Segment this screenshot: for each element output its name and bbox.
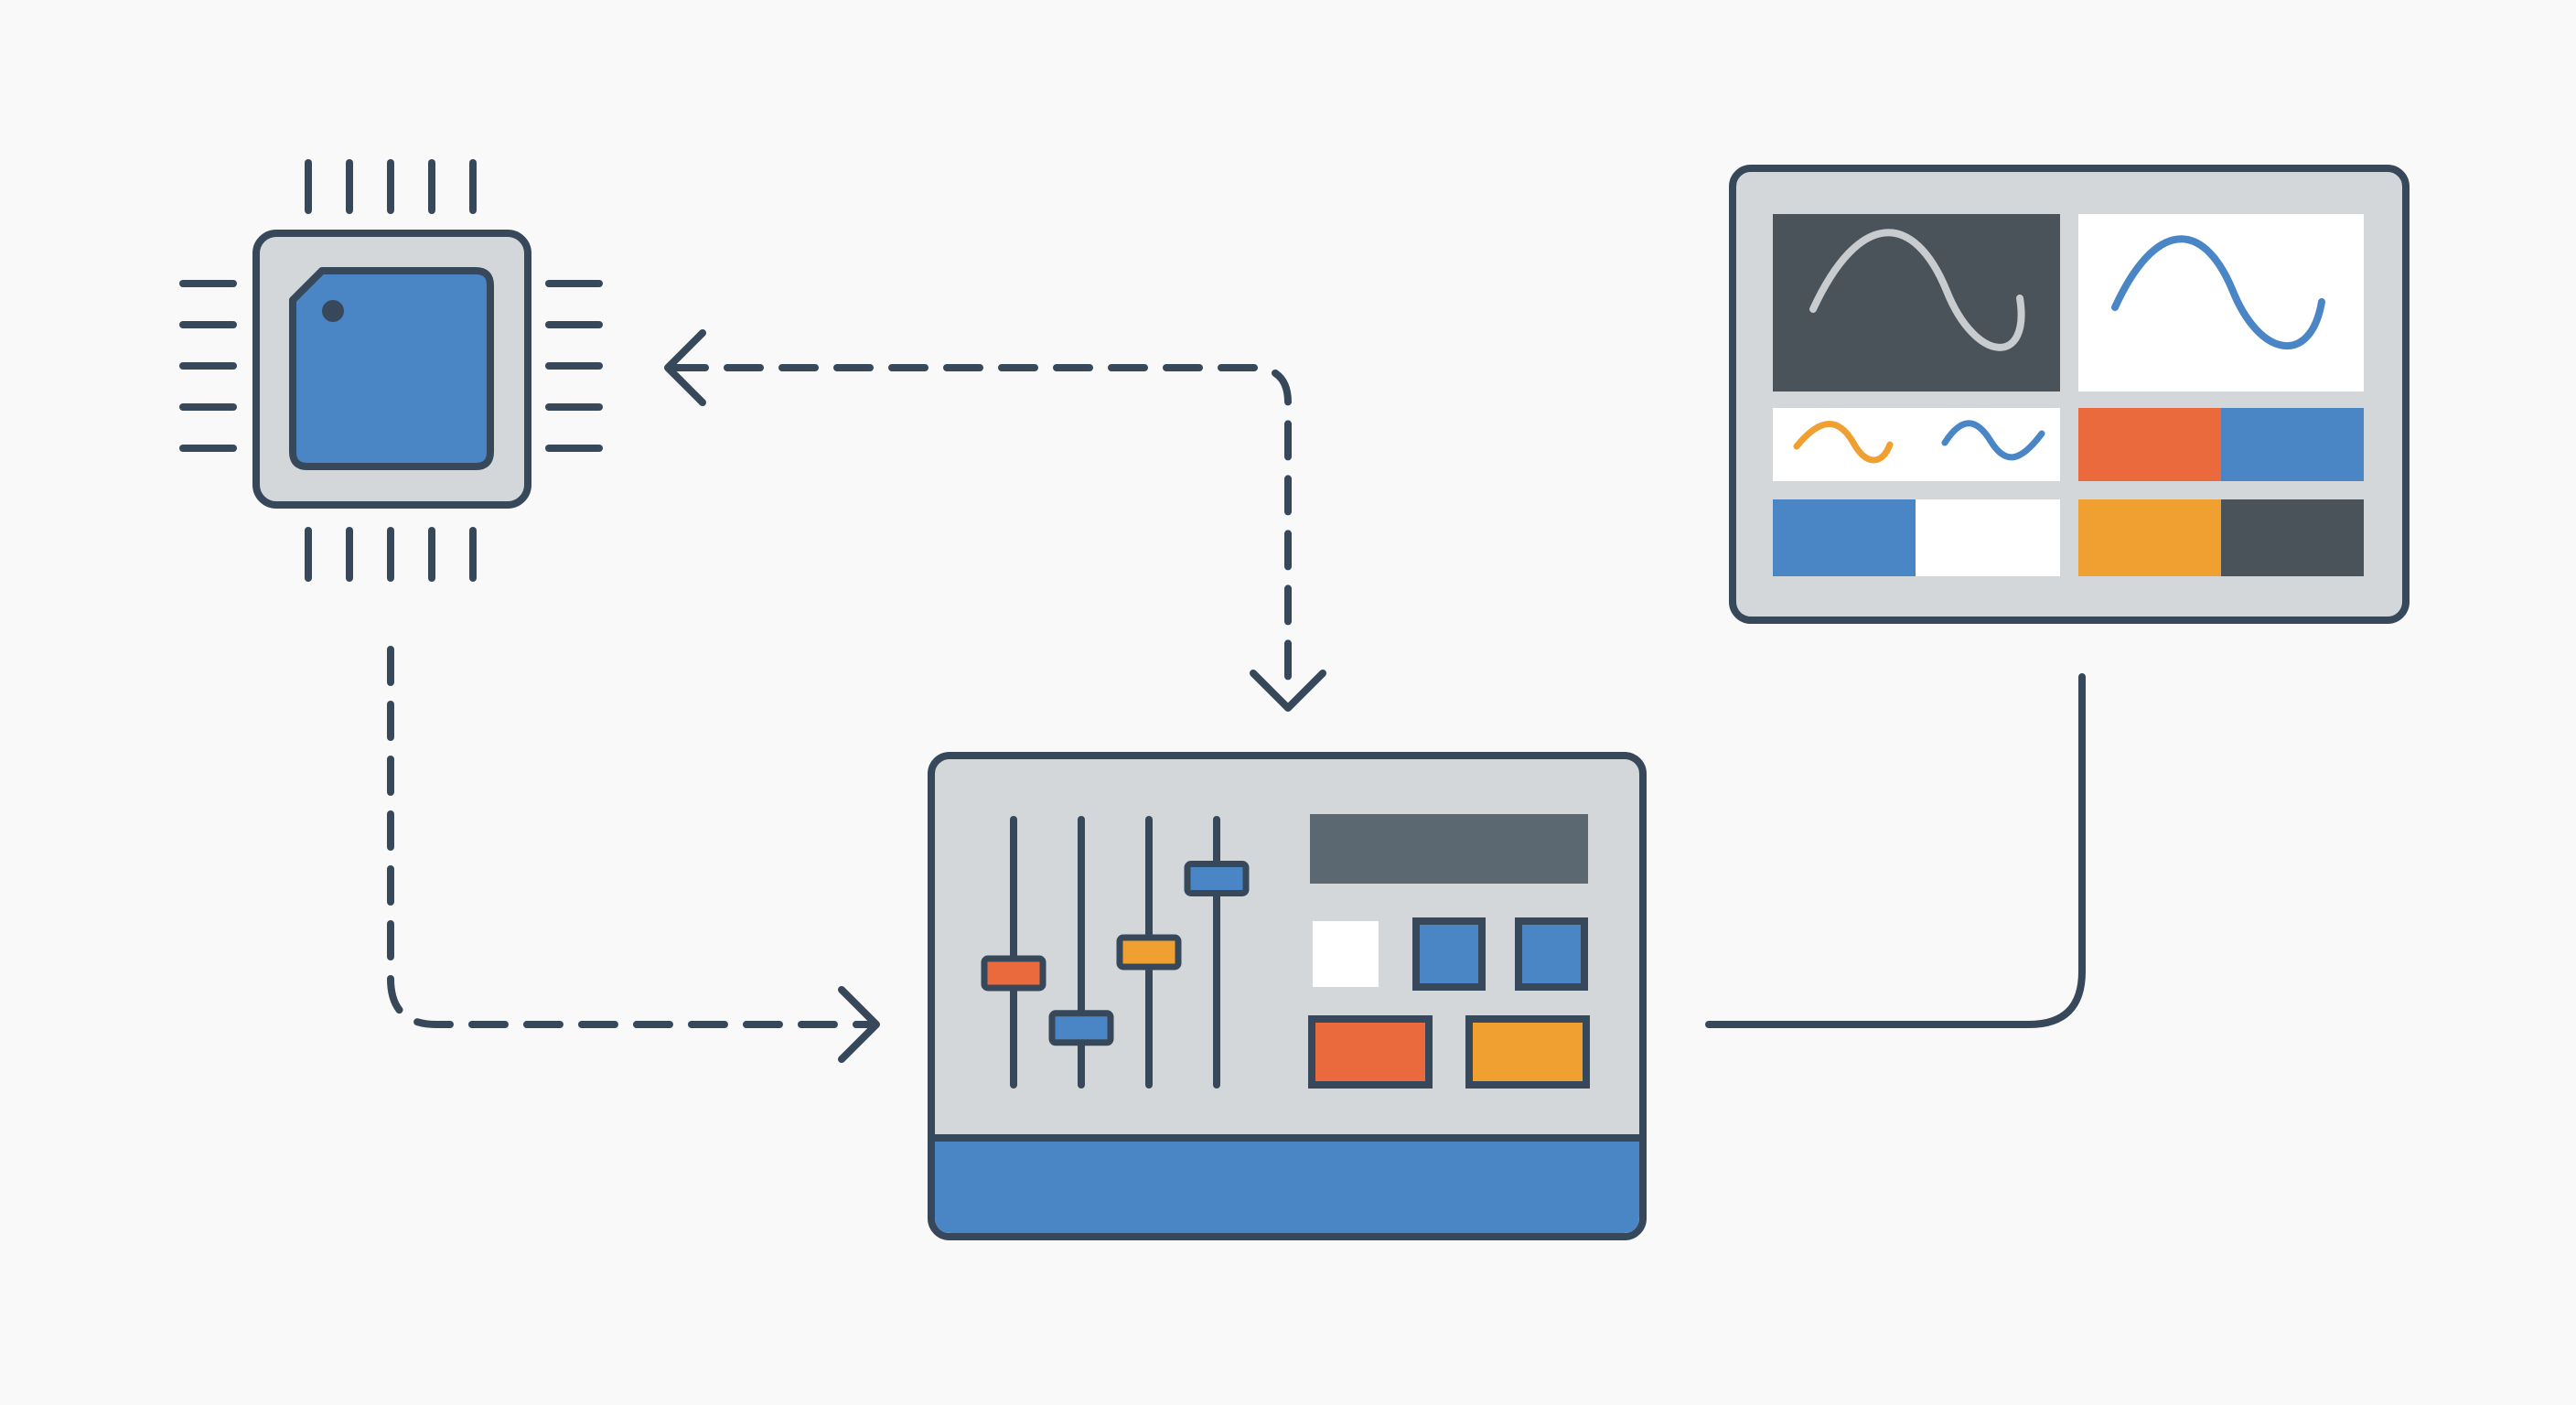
slider-group <box>981 816 1250 1089</box>
sine-wave-blue-icon <box>2111 235 2325 350</box>
slider-knob-4[interactable] <box>1184 861 1250 896</box>
swatch-orange <box>2078 408 2221 481</box>
edge-controller-to-processor <box>664 329 1326 712</box>
chip-pins-left <box>179 280 237 452</box>
waveform-tile-light <box>2078 214 2364 391</box>
swatch-blue-1 <box>2221 408 2364 481</box>
slider-knob-2[interactable] <box>1048 1010 1114 1046</box>
edge-controller-to-display <box>1705 673 2086 1028</box>
swatch-white <box>1916 499 2060 576</box>
arrowhead-right-icon <box>838 986 880 1063</box>
chip-die <box>289 267 494 470</box>
processor-chip-icon <box>179 159 603 582</box>
display-monitor <box>1729 165 2410 624</box>
panel-button-blue-1[interactable] <box>1412 917 1486 991</box>
panel-button-amber[interactable] <box>1465 1015 1590 1089</box>
swatch-dark <box>2221 499 2364 576</box>
panel-button-white[interactable] <box>1313 921 1379 987</box>
panel-button-orange[interactable] <box>1308 1015 1433 1089</box>
arrowhead-down-icon <box>1250 670 1326 712</box>
panel-lcd-display <box>1310 814 1588 884</box>
slider-knob-1[interactable] <box>981 955 1046 992</box>
arrowhead-left-icon <box>664 329 706 406</box>
slider-knob-3[interactable] <box>1116 934 1182 971</box>
chip-pin1-marker <box>322 300 344 322</box>
small-wave-blue-icon <box>1941 420 2045 461</box>
chip-pins-top <box>305 159 477 214</box>
edge-processor-to-controller <box>387 646 880 1063</box>
waveform-tile-small <box>1773 408 2060 481</box>
controller-panel <box>928 752 1647 1240</box>
panel-button-blue-2[interactable] <box>1515 917 1588 991</box>
swatch-blue-2 <box>1773 499 1916 576</box>
chip-pins-right <box>545 280 603 452</box>
chip-pins-bottom <box>305 527 477 582</box>
sine-wave-icon <box>1809 229 2025 351</box>
panel-footer-bar <box>935 1138 1639 1233</box>
swatch-amber <box>2078 499 2221 576</box>
small-wave-orange-icon <box>1793 421 1894 464</box>
